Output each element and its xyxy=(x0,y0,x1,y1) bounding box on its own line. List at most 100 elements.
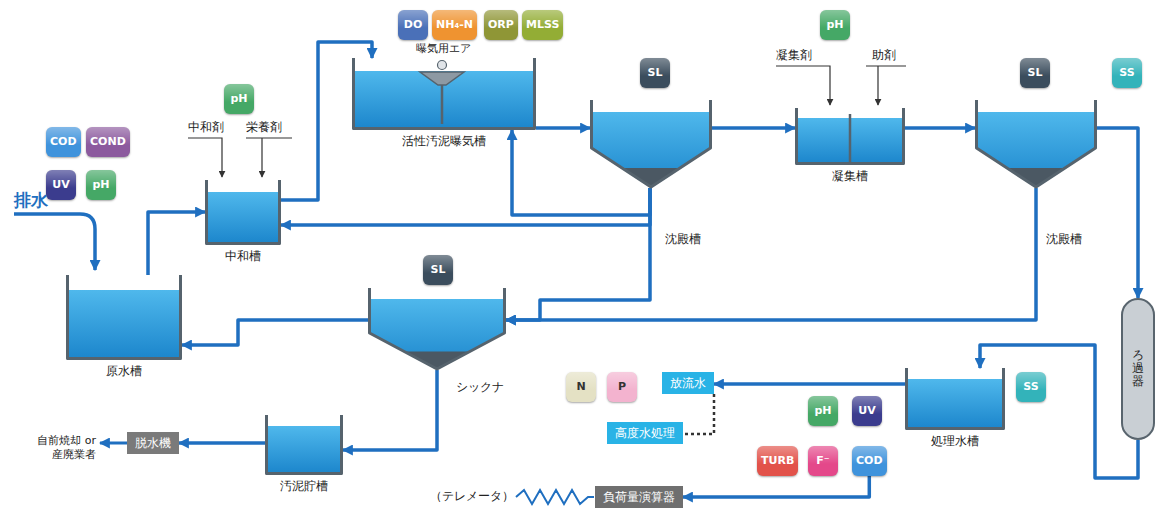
badge-label: SL xyxy=(648,66,663,79)
tank-outline xyxy=(265,415,343,475)
tank-label: 原水槽 xyxy=(106,364,142,379)
flow-connector xyxy=(179,441,265,445)
badge-label: SS xyxy=(1023,380,1038,393)
sensor-badge: F⁻ xyxy=(808,446,838,476)
sensor-badge: SS xyxy=(1016,372,1046,402)
badge-label: SS xyxy=(1119,66,1134,79)
tank-outline xyxy=(905,368,1005,430)
filter-label: ろ過器 xyxy=(1132,349,1144,389)
tank-label: シックナ xyxy=(456,380,504,395)
badge-label: pH xyxy=(814,404,831,417)
sensor-badge: UV xyxy=(852,396,882,426)
note-label: 中和剤 xyxy=(188,120,224,135)
flow-connector xyxy=(714,382,905,386)
tank-node: シックナ xyxy=(368,288,506,370)
tank-label: 活性汚泥曝気槽 xyxy=(402,134,486,149)
dosing-line xyxy=(246,138,292,177)
badge-label: P xyxy=(618,380,626,393)
badge-label: TURB xyxy=(761,454,794,467)
box-label: 脱水機 xyxy=(135,436,171,450)
sensor-badge: pH xyxy=(820,10,850,40)
sensor-badge: pH xyxy=(86,170,116,200)
tank-outline xyxy=(368,288,506,370)
tank-node: 活性汚泥曝気槽 xyxy=(352,58,536,130)
tank-node: 汚泥貯槽 xyxy=(265,415,343,475)
badge-label: COD xyxy=(50,135,77,148)
sensor-badge: COND xyxy=(86,127,130,157)
flow-connector xyxy=(281,188,650,225)
note-label: 助剤 xyxy=(872,48,896,63)
process-box: 放流水 xyxy=(662,372,714,394)
tank-outline xyxy=(352,58,536,130)
process-box: 高度水処理 xyxy=(607,422,683,444)
sensor-badge: P xyxy=(607,372,637,402)
dosing-line xyxy=(866,66,906,105)
tank-label: 凝集槽 xyxy=(832,169,868,184)
badge-label: MLSS xyxy=(526,18,559,31)
tank-label: 汚泥貯槽 xyxy=(280,479,328,494)
box-label: 放流水 xyxy=(670,376,706,390)
badge-label: NH₄-N xyxy=(436,18,473,31)
sensor-badge: pH xyxy=(224,84,254,114)
flow-connector xyxy=(182,320,368,345)
sensor-badge: MLSS xyxy=(522,10,563,40)
dosing-line xyxy=(188,138,222,177)
sensor-badge: UV xyxy=(46,170,76,200)
tank-node: 原水槽 xyxy=(66,275,182,360)
badge-label: UV xyxy=(858,404,875,417)
sensor-badge: TURB xyxy=(757,446,798,476)
sensor-badge: ORP xyxy=(484,10,518,40)
badge-label: pH xyxy=(230,92,247,105)
tank-outline xyxy=(975,100,1097,188)
tank-label: 沈殿槽 xyxy=(1046,232,1082,247)
inflow-arrow xyxy=(14,214,95,270)
process-box: 負荷量演算器 xyxy=(595,486,683,508)
box-label: 負荷量演算器 xyxy=(603,490,675,504)
note-label: 自前焼却 or 産廃業者 xyxy=(24,434,96,462)
badge-label: pH xyxy=(826,18,843,31)
badge-label: COND xyxy=(90,135,126,148)
badge-label: pH xyxy=(92,178,109,191)
tank-outline xyxy=(66,275,182,360)
process-box: 脱水機 xyxy=(127,432,179,454)
flow-connector xyxy=(148,212,205,275)
tank-node: 沈殿槽 xyxy=(975,100,1097,188)
disposal-arrow xyxy=(100,442,127,445)
sensor-badge: SL xyxy=(1020,58,1050,88)
sensor-badge: SS xyxy=(1112,58,1142,88)
note-label: 凝集剤 xyxy=(776,48,812,63)
badge-label: ORP xyxy=(488,18,514,31)
flow-connector xyxy=(683,394,714,434)
sensor-badge: COD xyxy=(46,127,81,157)
badge-label: UV xyxy=(52,178,69,191)
flow-connector xyxy=(343,370,437,450)
tank-label: 処理水槽 xyxy=(931,434,979,449)
sensor-badge: DO xyxy=(398,10,428,40)
sensor-badge: SL xyxy=(423,255,453,285)
badge-label: DO xyxy=(404,18,422,31)
badge-label: SL xyxy=(431,263,446,276)
sensor-badge: pH xyxy=(808,396,838,426)
tank-outline xyxy=(795,108,905,165)
sensor-badge: COD xyxy=(852,446,887,476)
flow-connector xyxy=(712,126,795,130)
note-label: 曝気用エア xyxy=(416,42,471,55)
telemeter-zigzag xyxy=(516,490,594,504)
flow-connector xyxy=(506,188,650,320)
box-label: 高度水処理 xyxy=(615,426,675,440)
note-label: （テレメータ） xyxy=(430,489,514,504)
flow-connector xyxy=(506,188,1036,320)
dosing-line xyxy=(776,66,830,105)
tank-node: 処理水槽 xyxy=(905,368,1005,430)
tank-label: 中和槽 xyxy=(225,249,261,264)
flow-connector xyxy=(905,126,975,130)
flow-connector xyxy=(683,476,869,497)
flow-connector xyxy=(536,126,590,130)
tank-label: 沈殿槽 xyxy=(665,232,701,247)
badge-label: F⁻ xyxy=(816,454,829,467)
note-label: 排水 xyxy=(14,190,48,210)
tank-node: 沈殿槽 xyxy=(590,100,712,188)
flow-connector xyxy=(1097,128,1138,298)
badge-label: COD xyxy=(856,454,883,467)
